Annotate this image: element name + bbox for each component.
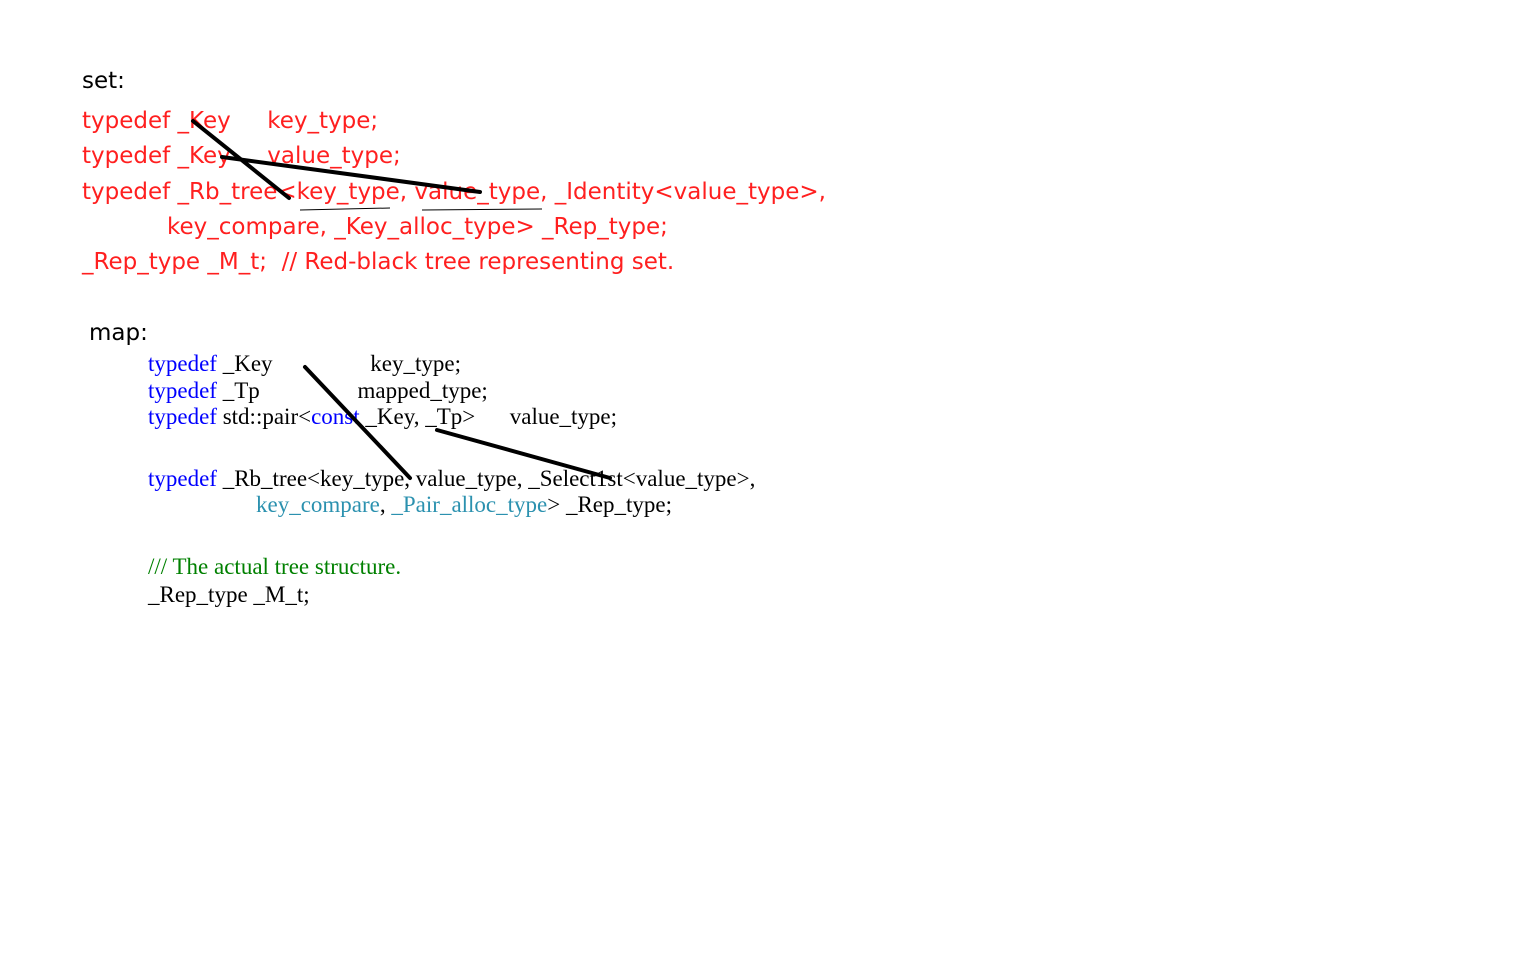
map-comment: /// The actual tree structure. <box>148 554 402 579</box>
code-text: std::pair< <box>216 404 312 429</box>
set-heading: set: <box>82 68 125 94</box>
set-line-value-type: typedef _Key value_type; <box>82 143 401 169</box>
annotation-underline-key-type <box>299 207 391 211</box>
map-line-value-type: typedef std::pair<const _Key, _Tp> value… <box>148 405 617 428</box>
map-line-rb-tree: typedef _Rb_tree<key_type, value_type, _… <box>148 467 755 490</box>
annotation-underline-value-type <box>421 208 543 211</box>
type-name: key_compare <box>256 492 380 517</box>
keyword: typedef <box>148 466 217 491</box>
map-heading: map: <box>89 320 148 346</box>
keyword: const <box>311 404 360 429</box>
set-line-key-compare: key_compare, _Key_alloc_type> _Rep_type; <box>167 214 668 240</box>
code-text: _Tp mapped_type; <box>216 378 488 403</box>
type-name: _Pair_alloc_type <box>391 492 548 517</box>
map-line-mapped-type: typedef _Tp mapped_type; <box>148 379 488 402</box>
code-text: , <box>379 492 392 517</box>
map-line-key-compare: key_compare, _Pair_alloc_type> _Rep_type… <box>256 493 672 516</box>
keyword: typedef <box>148 404 217 429</box>
map-line-key-type: typedef _Key key_type; <box>148 352 461 375</box>
code-text: _Key, _Tp> value_type; <box>359 404 618 429</box>
code-text: _Rb_tree<key_type, value_type, _Select1s… <box>216 466 756 491</box>
set-line-key-type: typedef _Key key_type; <box>82 108 379 134</box>
set-line-member: _Rep_type _M_t; // Red-black tree repres… <box>82 249 675 275</box>
keyword: typedef <box>148 378 217 403</box>
code-text: > _Rep_type; <box>547 492 673 517</box>
keyword: typedef <box>148 351 217 376</box>
map-line-member: _Rep_type _M_t; <box>148 582 310 607</box>
set-line-rb-tree: typedef _Rb_tree<key_type, value_type, _… <box>82 179 826 205</box>
code-text: _Key key_type; <box>216 351 461 376</box>
